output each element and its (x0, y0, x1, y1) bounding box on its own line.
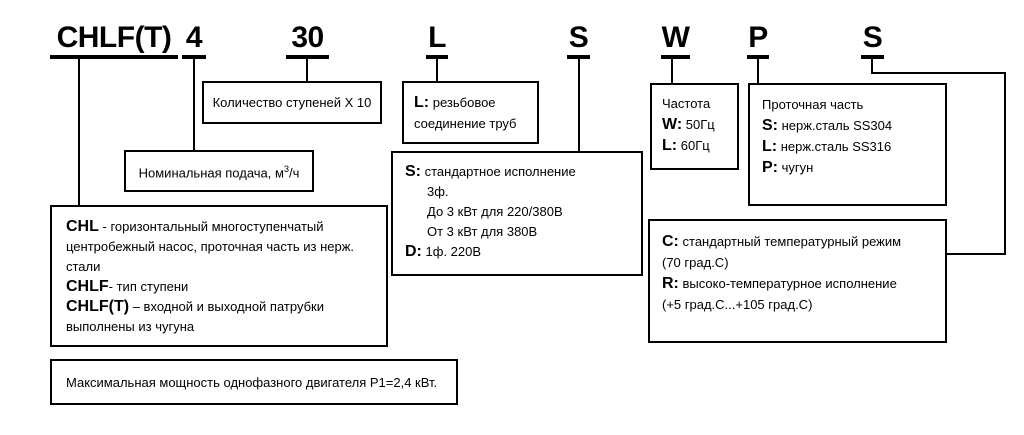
box-temperature-r: R: высоко-температурное исполнение (662, 275, 897, 292)
box-frequency-key-l: L: (662, 137, 678, 154)
box-series-chl-line2: центробежный насос, проточная часть из н… (66, 239, 355, 254)
box-material-key-s: S: (762, 117, 778, 134)
box-series-key-chlf: CHLF (66, 278, 109, 295)
box-phase-s-line2: 3ф. (427, 184, 449, 199)
box-temperature-key-r: R: (662, 275, 679, 292)
box-connection-key: L: (414, 93, 430, 111)
box-temperature-key-c: C: (662, 233, 679, 250)
code-segment-phase: S (567, 22, 590, 59)
connector-temperature-entry (947, 253, 1006, 255)
box-material-l: L: нерж.сталь SS316 (762, 138, 892, 155)
code-segment-connection: L (426, 22, 448, 59)
box-series-key-chlft: CHLF(T) (66, 298, 130, 315)
box-temperature-c: C: стандартный температурный режим (662, 233, 902, 250)
box-frequency: Частота W: 50Гц L: 60Гц (650, 83, 739, 170)
box-note: Максимальная мощность однофазного двигат… (50, 359, 458, 405)
box-connection-line1: L: резьбовое (414, 93, 496, 111)
box-phase-key-d: D: (405, 243, 422, 260)
box-series-chlf: CHLF- тип ступени (66, 278, 189, 295)
box-material: Проточная часть S: нерж.сталь SS304 L: н… (748, 83, 947, 206)
box-phase-s-line4: От 3 кВт для 380В (427, 224, 538, 239)
box-material-title: Проточная часть (762, 97, 864, 112)
box-connection-line2: соединение труб (414, 115, 517, 131)
connector-temperature-horizontal (871, 72, 1006, 74)
box-flow: Номинальная подача, м3/ч (124, 150, 314, 192)
box-phase-s-line3: До 3 кВт для 220/380В (427, 204, 563, 219)
box-material-key-l: L: (762, 138, 778, 155)
code-segment-stages: 30 (286, 22, 329, 59)
connector-stages (306, 58, 308, 81)
box-series-chl-line1: CHL - горизонтальный многоступенчатый (66, 218, 324, 235)
connector-connection (436, 58, 438, 81)
box-stages: Количество ступеней Х 10 (202, 81, 382, 124)
box-material-key-p: P: (762, 159, 778, 176)
box-phase: S: стандартное исполнение 3ф. До 3 кВт д… (391, 151, 643, 276)
box-phase-s-line1: S: стандартное исполнение (405, 163, 576, 180)
box-temperature-r-range: (+5 град.С...+105 град.С) (662, 297, 813, 312)
connector-flow (193, 58, 195, 150)
box-material-p: P: чугун (762, 159, 814, 176)
box-frequency-l: L: 60Гц (662, 137, 710, 154)
box-connection: L: резьбовое соединение труб (402, 81, 539, 144)
box-frequency-w: W: 50Гц (662, 116, 715, 133)
connector-frequency (671, 58, 673, 83)
code-segment-temperature: S (861, 22, 884, 59)
box-series-chl-line3: стали (66, 259, 101, 274)
box-series: CHL - горизонтальный многоступенчатый це… (50, 205, 388, 347)
connector-temperature-stem (871, 58, 873, 74)
connector-temperature-drop (1004, 72, 1006, 255)
code-segment-series: CHLF(T) (50, 22, 178, 59)
box-frequency-title: Частота (662, 96, 711, 111)
connector-series (78, 58, 80, 206)
box-flow-superscript: 3 (283, 163, 289, 174)
box-series-chlft: CHLF(T) – входной и выходной патрубки (66, 298, 324, 315)
box-phase-d-line1: D: 1ф. 220В (405, 243, 482, 260)
box-flow-text: Номинальная подача, м3/ч (138, 163, 300, 181)
box-material-s: S: нерж.сталь SS304 (762, 117, 893, 134)
box-stages-text: Количество ступеней Х 10 (212, 95, 372, 110)
box-series-chlft-line2: выполнены из чугуна (66, 319, 195, 334)
box-series-key-chl: CHL (66, 218, 99, 235)
box-note-text: Максимальная мощность однофазного двигат… (66, 374, 438, 390)
box-temperature: C: стандартный температурный режим (70 г… (648, 219, 947, 343)
connector-phase (578, 58, 580, 151)
code-segment-frequency: W (661, 22, 690, 59)
code-segment-flow: 4 (182, 22, 206, 59)
box-phase-key-s: S: (405, 163, 421, 180)
code-segment-material: P (747, 22, 769, 59)
box-temperature-c-range: (70 град.С) (662, 255, 729, 270)
connector-material (757, 58, 759, 83)
box-frequency-key-w: W: (662, 116, 683, 133)
